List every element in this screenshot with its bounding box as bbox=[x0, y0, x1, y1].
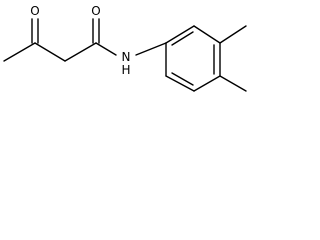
bond-methylene-to-amide-carbon bbox=[64, 42, 97, 62]
ring-bond-4 bbox=[193, 75, 221, 92]
amide-nitrogen-label: N bbox=[122, 50, 131, 64]
bond-ring-methyl-lower bbox=[219, 75, 247, 92]
bond-amide-carbon-to-nitrogen bbox=[95, 42, 117, 56]
bond-nitrogen-to-ring bbox=[135, 42, 167, 56]
ketone-oxygen-label: O bbox=[30, 4, 39, 18]
ring-inner-double-1 bbox=[171, 31, 194, 46]
amide-oxygen-label: O bbox=[91, 4, 100, 18]
ring-bond-1 bbox=[165, 25, 195, 44]
dimethylphenyl-ring bbox=[165, 25, 221, 92]
structure-diagram: O O N H bbox=[3, 3, 247, 92]
acetoacetyl-chain bbox=[3, 18, 117, 62]
ring-bond-5 bbox=[165, 75, 195, 92]
bond-ketone-carbon-to-methylene bbox=[34, 42, 66, 62]
ring-bond-2 bbox=[193, 25, 221, 44]
bond-methyl-to-ketone-carbon bbox=[3, 42, 36, 62]
atom-labels: O O N H bbox=[29, 3, 135, 77]
bond-ring-methyl-upper bbox=[219, 25, 247, 44]
ring-inner-double-3 bbox=[171, 72, 194, 86]
amide-hydrogen-label: H bbox=[121, 63, 130, 77]
